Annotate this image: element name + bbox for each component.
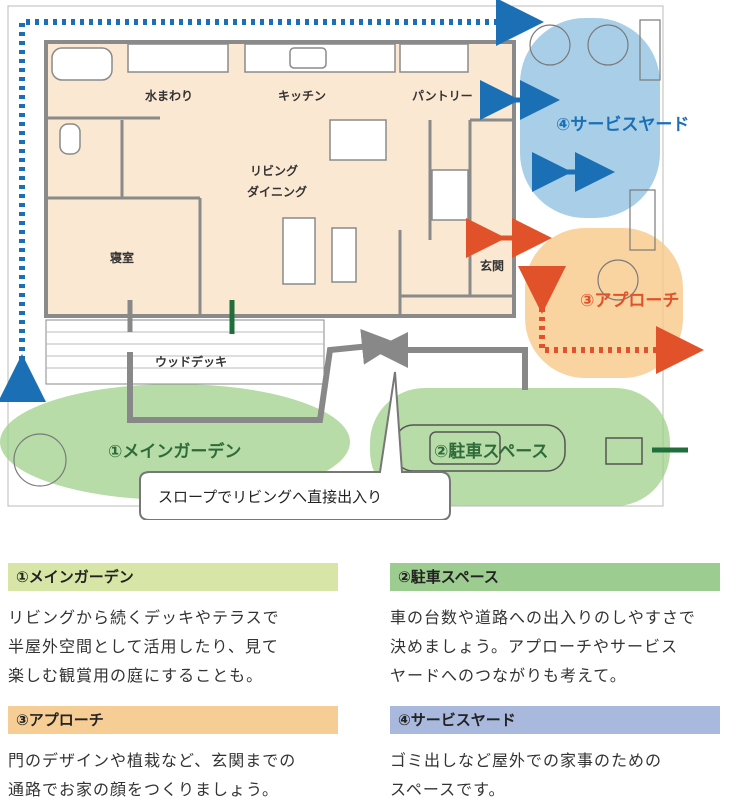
caption-line: 通路でお家の顔をつくりましょう。 bbox=[8, 780, 280, 799]
caption-parking: ②駐車スペース 車の台数や道路への出入りのしやすさで 決めましょう。アプローチや… bbox=[390, 563, 720, 690]
room-label-bedroom: 寝室 bbox=[110, 250, 134, 265]
room-label-dining: ダイニング bbox=[247, 184, 307, 199]
caption-line: リビングから続くデッキやテラスで bbox=[8, 608, 280, 627]
room-label-water: 水まわり bbox=[145, 88, 193, 103]
caption-line: スペースです。 bbox=[390, 780, 506, 799]
caption-line: 決めましょう。アプローチやサービス bbox=[390, 637, 679, 656]
zone-label-parking: ②駐車スペース bbox=[434, 441, 548, 462]
caption-title: ②駐車スペース bbox=[390, 563, 720, 591]
zone-label-service-yard: ④サービスヤード bbox=[556, 115, 689, 135]
zone-label-main-garden: ①メインガーデン bbox=[108, 441, 241, 462]
garden-floor-plan: 水まわり キッチン パントリー リビング ダイニング 寝室 玄関 ウッドデッキ … bbox=[0, 0, 704, 520]
room-label-deck: ウッドデッキ bbox=[155, 354, 227, 369]
caption-line: 半屋外空間として活用したり、見て bbox=[8, 637, 279, 656]
caption-line: ヤードへのつながりも考えて。 bbox=[390, 666, 627, 685]
caption-approach: ③アプローチ 門のデザインや植栽など、玄関までの 通路でお家の顔をつくりましょう… bbox=[8, 706, 338, 804]
room-label-pantry: パントリー bbox=[412, 89, 473, 103]
callout-text: スロープでリビングへ直接出入り bbox=[158, 488, 382, 506]
room-label-entrance: 玄関 bbox=[480, 258, 504, 273]
caption-main-garden: ①メインガーデン リビングから続くデッキやテラスで 半屋外空間として活用したり、… bbox=[8, 563, 338, 690]
parking-route-arrow bbox=[372, 332, 528, 390]
caption-line: 門のデザインや植栽など、玄関までの bbox=[8, 751, 297, 770]
caption-title: ①メインガーデン bbox=[8, 563, 338, 591]
double-arrows bbox=[127, 80, 688, 453]
caption-line: 楽しむ観賞用の庭にすることも。 bbox=[8, 666, 264, 685]
caption-line: 車の台数や道路への出入りのしやすさで bbox=[390, 608, 696, 627]
callout-bubble bbox=[139, 371, 451, 520]
caption-title: ③アプローチ bbox=[8, 706, 338, 734]
caption-title: ④サービスヤード bbox=[390, 706, 720, 734]
service-route-arrow bbox=[0, 0, 544, 402]
zone-label-approach: ③アプローチ bbox=[580, 290, 679, 311]
caption-line: ゴミ出しなど屋外での家事のための bbox=[390, 751, 663, 770]
garden-route-arrow bbox=[127, 328, 398, 423]
room-label-living: リビング bbox=[250, 163, 298, 178]
room-label-kitchen: キッチン bbox=[278, 89, 326, 103]
caption-service-yard: ④サービスヤード ゴミ出しなど屋外での家事のための スペースです。 bbox=[390, 706, 720, 804]
wood-deck bbox=[45, 319, 325, 385]
approach-route-arrow bbox=[518, 266, 704, 374]
